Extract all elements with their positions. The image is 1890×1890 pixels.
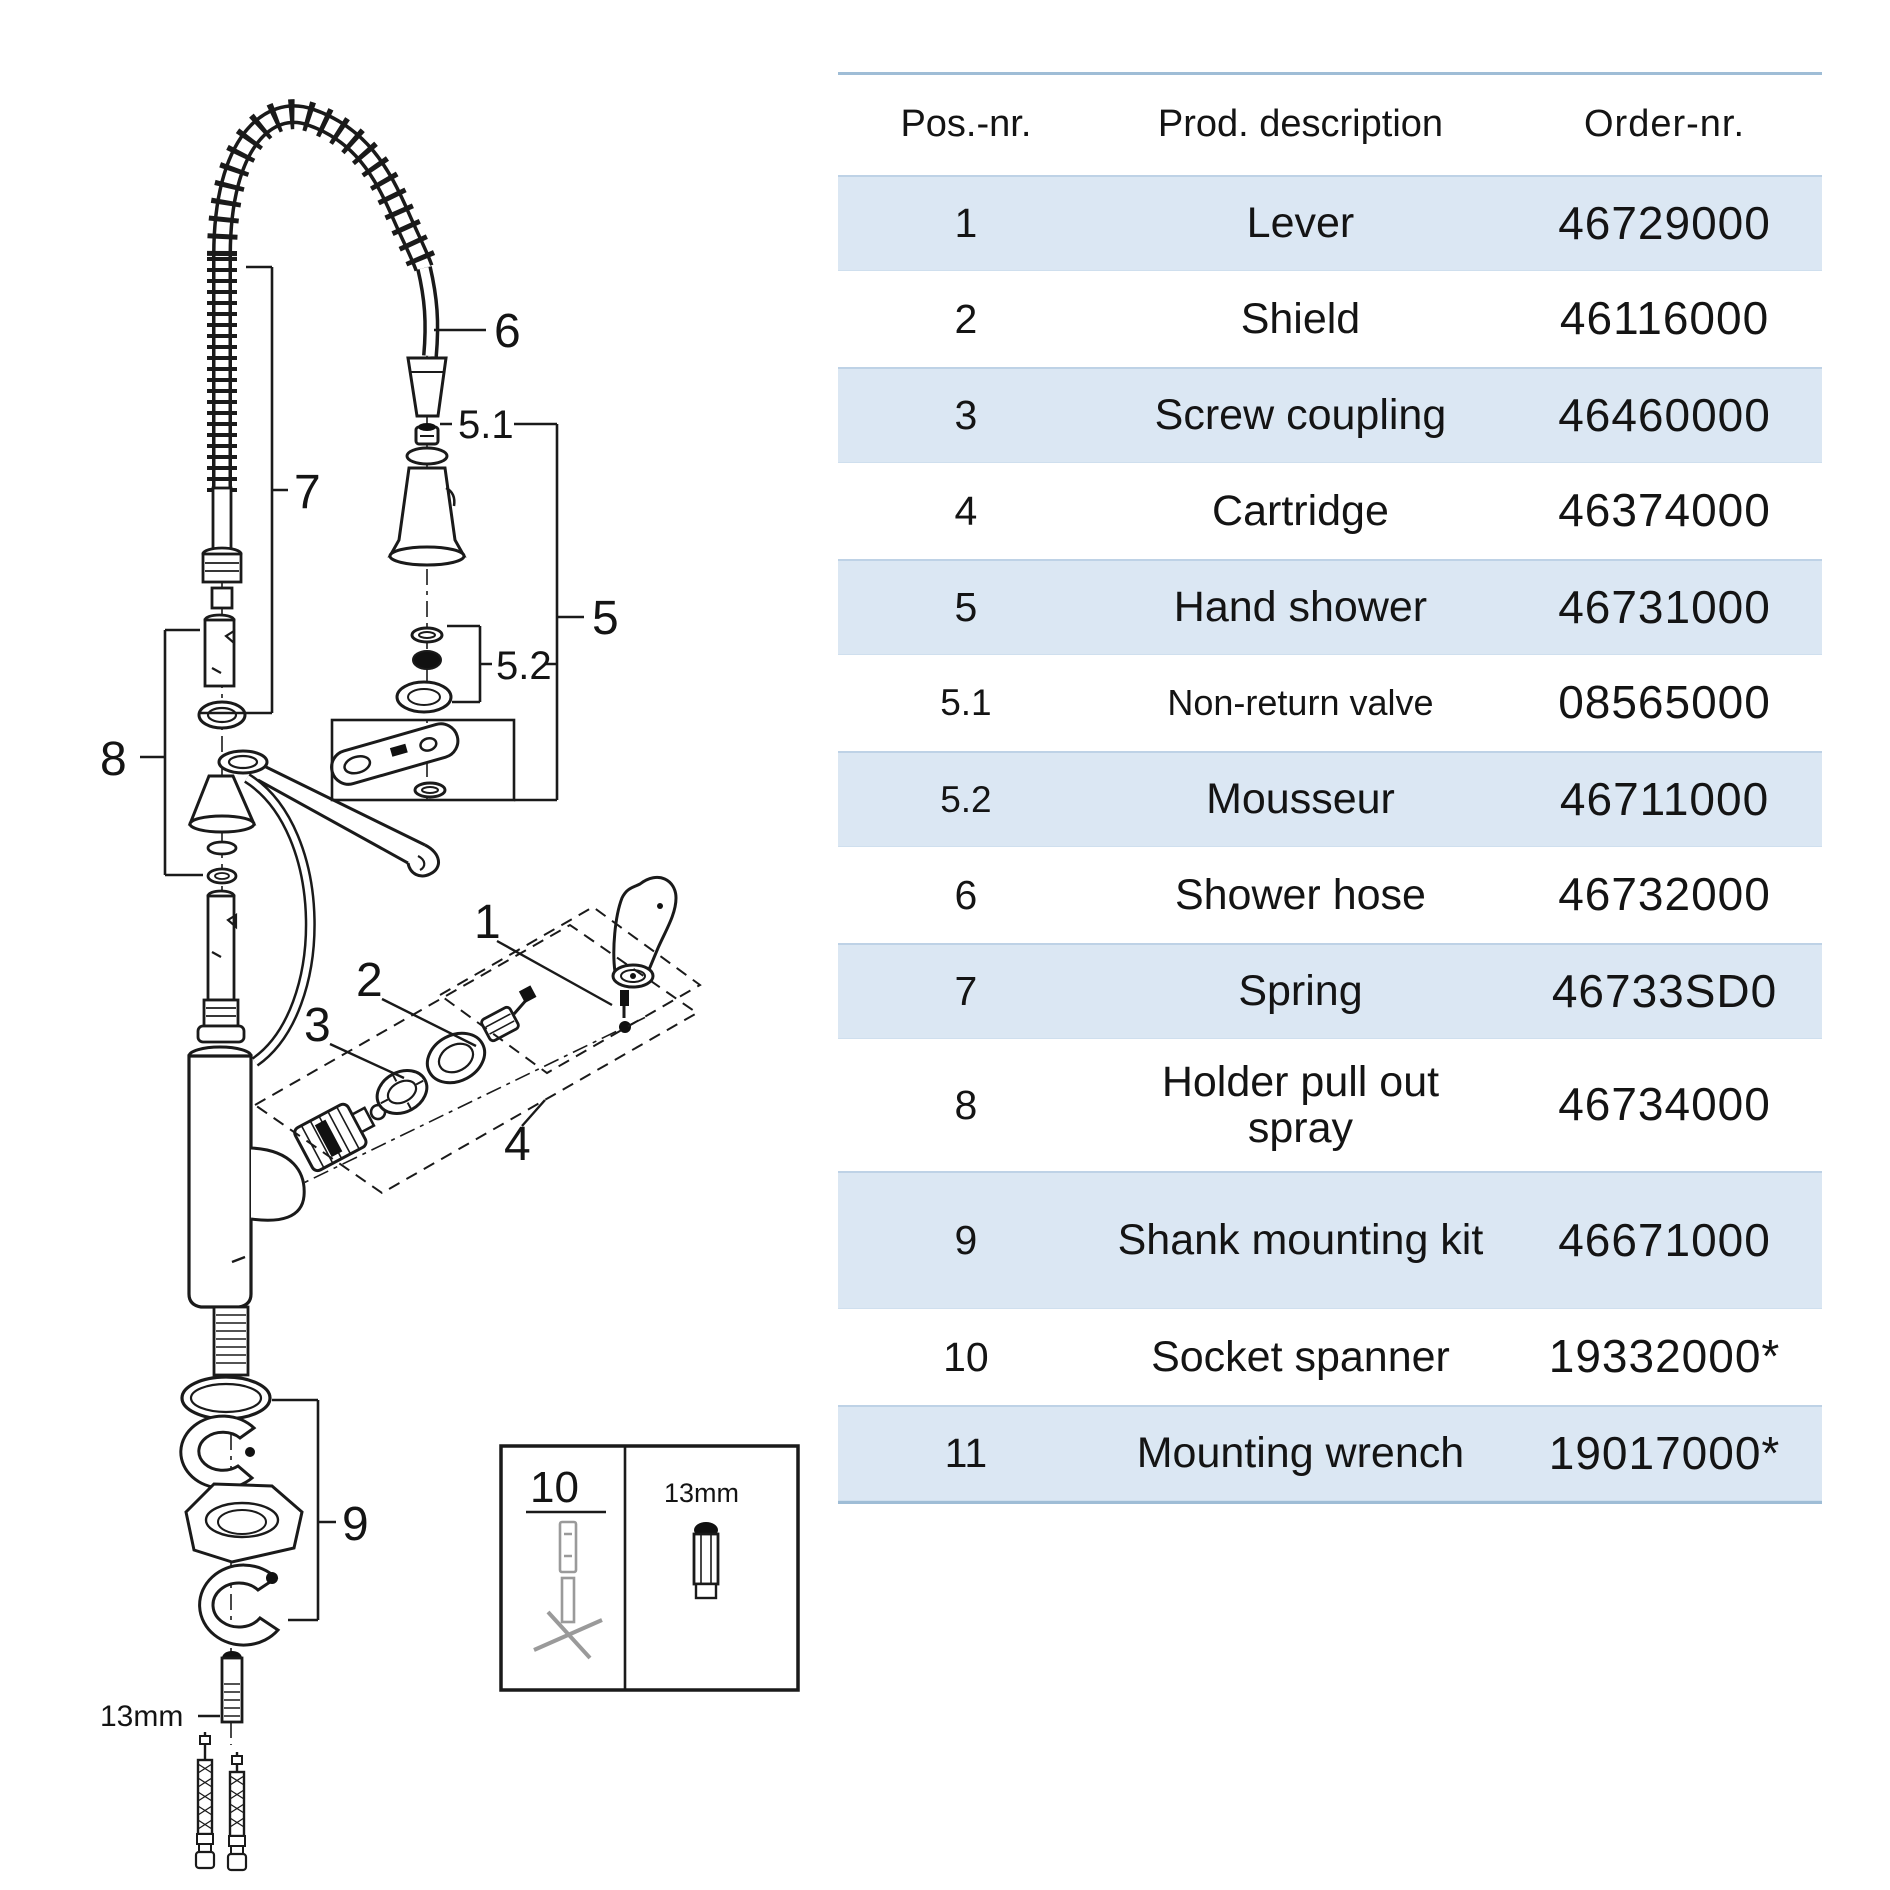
shield-part [425,1031,487,1085]
table-row-11: 11 Mounting wrench 19017000* [838,1405,1822,1501]
table-row-5-1: 5.1 Non-return valve 08565000 [838,655,1822,751]
callout-6: 6 [494,305,521,358]
callout-2: 2 [356,954,383,1007]
explode-outline-boxes [253,905,702,1195]
table-row-9: 9 Shank mounting kit 46671000 [838,1171,1822,1309]
callout-9: 9 [342,1498,369,1551]
desc-cell: Lever [1246,199,1355,248]
desc-cell: Cartridge [1212,486,1389,535]
callout-1: 1 [474,896,501,949]
order-cell: 46734000 [1558,1078,1771,1131]
callout-4: 4 [504,1118,531,1171]
tool-inset-box: 10 13mm [499,1444,800,1692]
faucet-body-part [187,998,306,1377]
table-row-5-2: 5.2 Mousseur 46711000 [838,751,1822,847]
callout-7: 7 [294,466,321,519]
desc-cell: Shower hose [1174,870,1426,919]
desc-cell: Shield [1240,294,1361,343]
hose-guide-arc [243,773,316,1067]
table-row-8: 8 Holder pull out spray 46734000 [838,1039,1822,1171]
table-row-7: 7 Spring 46733SD0 [838,943,1822,1039]
pos-cell: 8 [954,1081,978,1128]
socket-bit-icon [692,1522,720,1600]
table-header-row: Pos.-nr. Prod. description Order-nr. [838,75,1822,175]
desc-cell: Spring [1238,967,1363,1016]
spring-coil-part [207,99,439,492]
shank-mounting-parts [179,1375,304,1724]
callout-5-2: 5.2 [496,644,552,688]
pos-cell: 5.2 [940,778,992,820]
desc-cell: Mounting wrench [1136,1429,1465,1478]
order-cell: 46460000 [1558,388,1771,441]
desc-cell: Hand shower [1173,583,1428,632]
bracket-lines [140,265,584,1718]
parts-diagram: 7 6 5.1 5 5.2 8 1 2 3 4 9 13mm 10 13mm [100,99,800,1872]
order-cell: 46116000 [1559,292,1770,345]
col-header-pos: Pos.-nr. [900,103,1032,146]
supply-hoses [194,1732,248,1872]
order-cell: 46711000 [1559,772,1770,825]
order-cell: 46731000 [1558,580,1771,633]
inset-callout-10: 10 [530,1463,579,1512]
desc-cell: Holder pull out spray [1161,1057,1440,1152]
desc-cell: Non-return valve [1167,681,1434,723]
desc-cell: Socket spanner [1151,1332,1450,1381]
desc-cell: Screw coupling [1154,391,1447,440]
callout-8: 8 [100,733,127,786]
desc-cell: Shank mounting kit [1117,1216,1484,1265]
pos-cell: 1 [954,200,978,247]
order-cell: 46732000 [1558,868,1771,921]
callout-3: 3 [304,999,331,1052]
hand-shower-part [387,446,467,567]
pos-cell: 7 [954,968,978,1015]
table-row-1: 1 Lever 46729000 [838,175,1822,271]
pos-cell: 9 [954,1217,978,1264]
order-cell: 19332000* [1548,1330,1781,1383]
pos-cell: 4 [954,487,978,534]
socket-spanner-tool-icon [533,1520,603,1660]
inset-size-label-13mm: 13mm [664,1478,739,1508]
callout-labels: 7 6 5.1 5 5.2 8 1 2 3 4 9 13mm [100,305,619,1733]
parts-table: Pos.-nr. Prod. description Order-nr. 1 L… [838,72,1822,1504]
table-row-5: 5 Hand shower 46731000 [838,559,1822,655]
mousseur-part [330,626,460,799]
callout-5-1: 5.1 [458,403,514,447]
pos-cell: 10 [943,1333,989,1380]
callout-leaders [329,939,613,1127]
order-cell: 46729000 [1558,196,1771,249]
shower-hose-part [406,266,448,418]
table-row-4: 4 Cartridge 46374000 [838,463,1822,559]
callout-5: 5 [592,592,619,645]
pos-cell: 2 [954,295,978,342]
pos-cell: 5.1 [940,682,992,724]
lever-part [611,876,678,989]
pos-cell: 3 [954,392,978,439]
pos-cell: 11 [944,1430,988,1477]
lever-fixing-parts [480,985,631,1043]
cartridge-part [293,1102,387,1173]
holder-column-parts [187,486,440,1002]
table-row-2: 2 Shield 46116000 [838,271,1822,367]
order-cell: 46374000 [1558,484,1771,537]
order-cell: 19017000* [1548,1426,1781,1479]
order-cell: 08565000 [1558,676,1771,729]
desc-cell: Mousseur [1206,775,1395,824]
order-cell: 46733SD0 [1551,964,1778,1017]
table-row-6: 6 Shower hose 46732000 [838,847,1822,943]
size-label-13mm: 13mm [100,1700,183,1733]
pos-cell: 6 [954,871,978,918]
non-return-valve-part [414,423,440,446]
table-row-3: 3 Screw coupling 46460000 [838,367,1822,463]
col-header-desc: Prod. description [1157,103,1444,146]
screw-coupling-part [375,1069,429,1115]
pos-cell: 5 [954,584,978,631]
order-cell: 46671000 [1558,1213,1771,1266]
table-row-10: 10 Socket spanner 19332000* [838,1309,1822,1405]
col-header-order: Order-nr. [1584,103,1746,146]
